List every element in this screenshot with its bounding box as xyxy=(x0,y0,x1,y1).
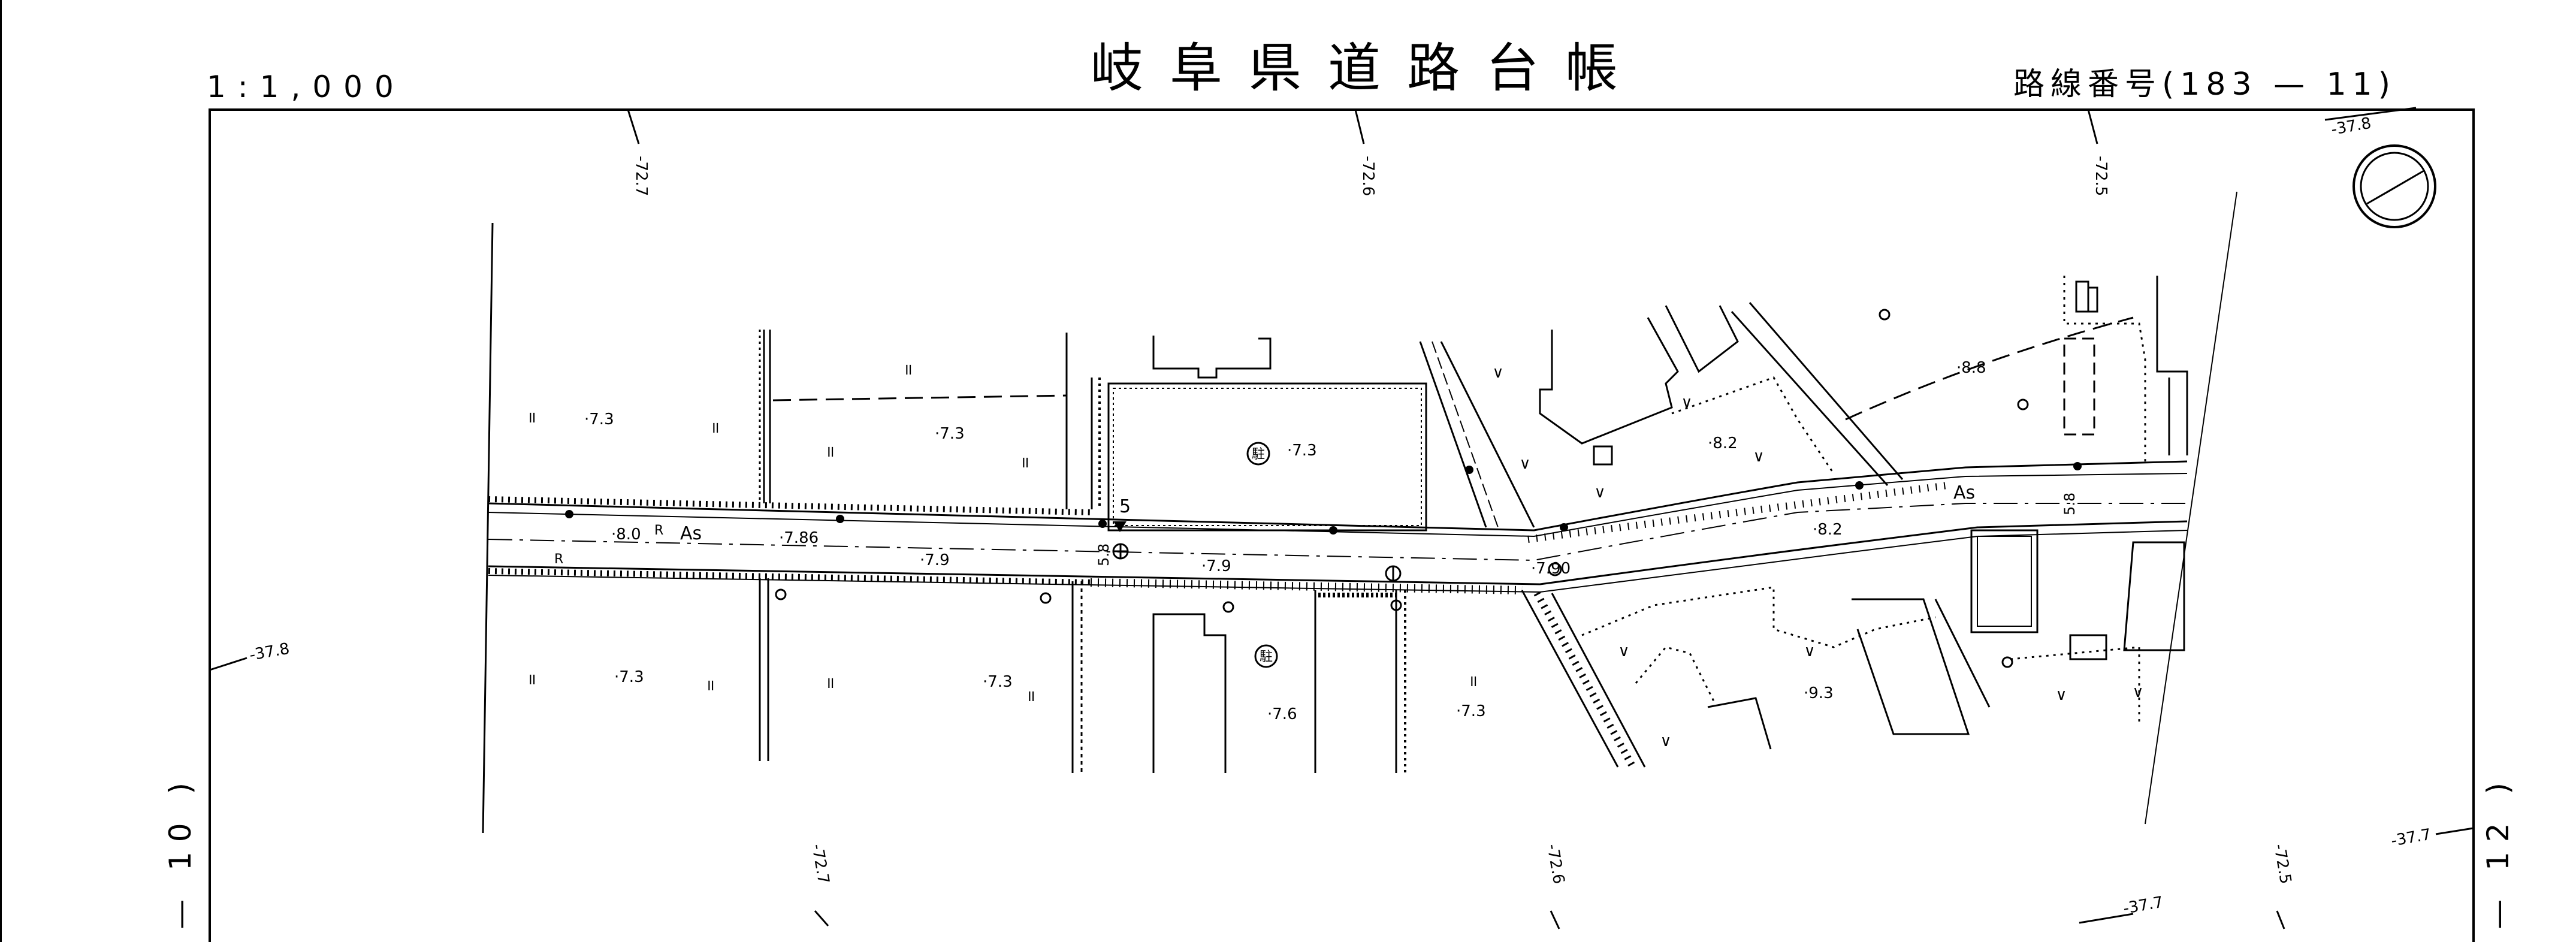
field-symbol: ॥ xyxy=(825,443,835,461)
elevation-point: ·7.3 xyxy=(1287,442,1317,460)
road-north-edge xyxy=(488,460,2188,532)
rice-symbol: ∨ xyxy=(1492,364,1503,382)
elevation-point: ·7.9 xyxy=(1201,557,1231,575)
field-symbol: ॥ xyxy=(527,409,536,427)
rice-symbol: ∨ xyxy=(1519,455,1530,473)
grid-label: -72.5 xyxy=(2092,156,2110,196)
grid-label: -37.7 xyxy=(2122,893,2164,918)
field-symbol: ॥ xyxy=(1026,687,1035,705)
road-south-edge-inner xyxy=(488,530,2188,593)
grid-label: -72.7 xyxy=(808,843,832,885)
elevation-point: ·7.90 xyxy=(1531,560,1571,578)
mark-r: R xyxy=(554,552,563,567)
grid-label: -72.5 xyxy=(2270,843,2294,885)
rice-symbol: ∨ xyxy=(1681,394,1692,412)
building-parking-north xyxy=(1107,382,1427,532)
elevation-point: ·7.3 xyxy=(983,673,1013,691)
parking-symbol-north xyxy=(1246,442,1270,466)
elevation-point: ·7.6 xyxy=(1267,705,1297,723)
field-symbol: ॥ xyxy=(825,674,835,692)
elevation-point: ·8.8 xyxy=(1956,359,1986,377)
elevation-point: ·7.3 xyxy=(1456,702,1486,720)
grid-label: -37.8 xyxy=(248,640,291,665)
road-width-label: 5.8 xyxy=(1095,544,1112,566)
rice-symbol: ∨ xyxy=(1594,484,1605,502)
route-number: 路線番号(183 — 11) xyxy=(2013,67,2397,102)
road-center-line xyxy=(488,503,2187,561)
road-south-edge xyxy=(488,520,2188,585)
elevation-point: ·7.9 xyxy=(920,551,950,569)
rice-symbol: ∨ xyxy=(1804,642,1815,660)
elevation-point: ·7.3 xyxy=(614,668,644,686)
map-frame xyxy=(209,108,2475,942)
building-ne-1 xyxy=(1539,317,1679,445)
elevation-point: ·7.86 xyxy=(779,529,819,547)
elevation-point: ·9.3 xyxy=(1804,684,1834,702)
surface-label-as: As xyxy=(680,523,702,544)
elevation-point: ·7.3 xyxy=(584,410,614,428)
node-label: 5 xyxy=(1119,496,1131,517)
grid-label: -72.6 xyxy=(1359,156,1377,196)
rice-symbol: ∨ xyxy=(2055,686,2067,704)
field-symbol: ॥ xyxy=(527,671,536,689)
building-south-1 xyxy=(1152,613,1227,773)
surface-label-as: As xyxy=(1953,482,1975,503)
rice-symbol: ∨ xyxy=(2132,683,2143,701)
map-scale: 1:1,000 xyxy=(207,70,406,104)
elevation-point: ·8.2 xyxy=(1813,521,1843,539)
building-south-2 xyxy=(1852,598,1970,735)
mark-r: R xyxy=(654,523,663,538)
parking-label: 駐 xyxy=(1252,447,1265,462)
grid-label: -72.6 xyxy=(1543,843,1568,885)
grid-label: -72.7 xyxy=(632,156,650,196)
elevation-point: ·7.3 xyxy=(935,425,965,443)
north-arrow-icon xyxy=(2352,144,2436,228)
field-symbol: ॥ xyxy=(705,677,715,695)
field-symbol: ॥ xyxy=(1020,454,1029,472)
parking-label: 駐 xyxy=(1260,650,1273,665)
field-symbol: ॥ xyxy=(710,419,720,437)
grid-label: -37.7 xyxy=(2390,826,2432,850)
field-symbol: ॥ xyxy=(1468,672,1478,690)
field-symbol: ॥ xyxy=(903,361,913,379)
elevation-point: ·8.2 xyxy=(1708,434,1738,452)
road-width-label: 5.8 xyxy=(2061,493,2078,515)
rice-symbol: ∨ xyxy=(1618,642,1629,660)
map-title: 岐阜県道路台帳 xyxy=(1091,37,1645,99)
parking-symbol-south xyxy=(1254,644,1278,668)
rice-symbol: ∨ xyxy=(1753,448,1764,466)
rice-symbol: ∨ xyxy=(1660,732,1671,750)
elevation-point: ·8.0 xyxy=(611,526,641,544)
